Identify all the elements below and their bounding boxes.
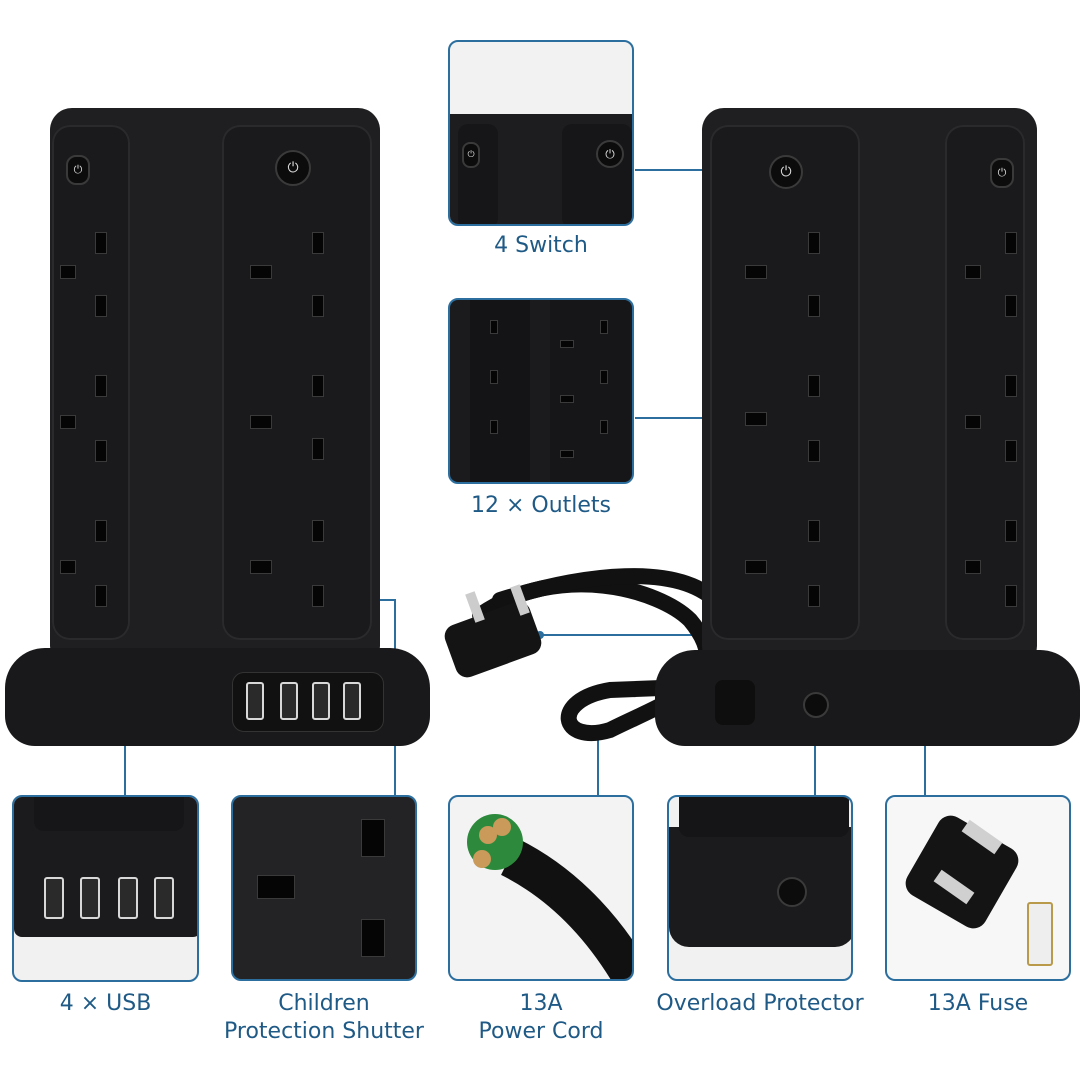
- usb-port: [44, 877, 64, 919]
- right-tower-front-panel: [710, 125, 860, 640]
- usb-port[interactable]: [280, 682, 298, 720]
- right-tower: ⏻ ⏻: [440, 0, 1080, 760]
- left-tower-side-panel: [52, 125, 130, 640]
- label-overload: Overload Protector: [656, 991, 864, 1016]
- power-switch-icon[interactable]: ⏻: [275, 150, 311, 186]
- label-shutter-line2: Protection Shutter: [224, 1019, 424, 1044]
- label-outlets: 12 × Outlets: [470, 493, 612, 518]
- power-switch-icon[interactable]: ⏻: [990, 158, 1014, 188]
- inset-usb: [12, 795, 199, 982]
- usb-port: [118, 877, 138, 919]
- overload-button: [777, 877, 807, 907]
- label-cord-line2: Power Cord: [478, 1019, 604, 1044]
- overload-button[interactable]: [803, 692, 829, 718]
- inset-outlets: [448, 298, 634, 484]
- inset-shutter: [231, 795, 417, 981]
- label-cord-line1: 13A: [519, 991, 563, 1016]
- label-shutter-line1: Children: [278, 991, 370, 1016]
- usb-port[interactable]: [246, 682, 264, 720]
- label-fuse: 13A Fuse: [927, 991, 1029, 1016]
- usb-port: [154, 877, 174, 919]
- usb-port[interactable]: [343, 682, 361, 720]
- usb-port: [80, 877, 100, 919]
- cord-cross-section: [467, 814, 632, 979]
- power-switch-icon[interactable]: ⏻: [769, 155, 803, 189]
- left-tower: ⏻ ⏻: [0, 0, 440, 760]
- label-shutter: Children Protection Shutter: [215, 990, 433, 1046]
- power-switch-icon[interactable]: ⏻: [66, 155, 90, 185]
- fuse-cartridge: [1027, 902, 1053, 966]
- label-switch: 4 Switch: [494, 233, 588, 258]
- label-usb: 4 × USB: [59, 991, 152, 1016]
- usb-port[interactable]: [312, 682, 330, 720]
- inset-switch: ⏻ ⏻: [448, 40, 634, 226]
- cord-exit: [715, 680, 755, 725]
- label-cord: 13A Power Cord: [448, 990, 634, 1046]
- inset-cord: [448, 795, 634, 981]
- left-tower-front-panel: [222, 125, 372, 640]
- inset-fuse: [885, 795, 1071, 981]
- power-switch-icon: ⏻: [462, 142, 480, 168]
- power-switch-icon: ⏻: [596, 140, 624, 168]
- inset-overload: [667, 795, 853, 981]
